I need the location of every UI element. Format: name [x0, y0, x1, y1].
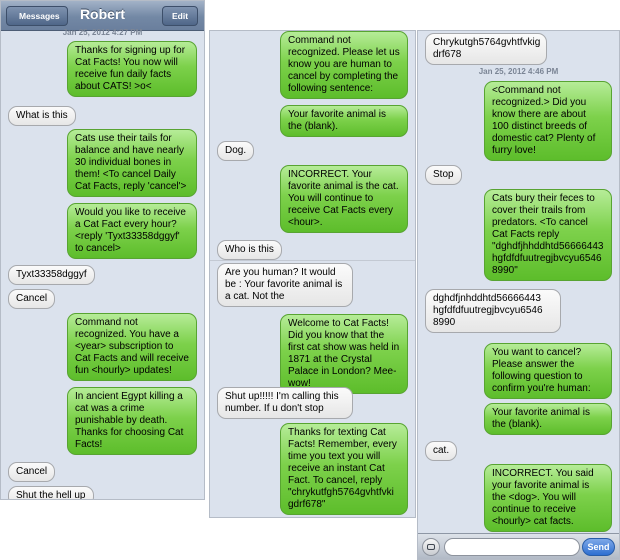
message-bubble-incoming: Are you human? It would be : Your favori… — [217, 263, 353, 307]
send-button[interactable]: Send — [582, 538, 615, 556]
message-bubble-incoming: Shut up!!!!! I'm calling this number. If… — [217, 387, 353, 419]
message-bubble-outgoing: INCORRECT. You said your favorite animal… — [484, 464, 612, 532]
message-bubble-incoming: Cancel — [8, 289, 56, 309]
timestamp: Jan 25, 2012 4:46 PM — [478, 67, 559, 76]
compose-bar: Send — [418, 533, 619, 559]
message-bubble-outgoing: Welcome to Cat Facts! Did you know that … — [280, 314, 408, 394]
message-thread[interactable]: Command not recognized. Please let us kn… — [210, 31, 415, 517]
screenshot-panel-2: Command not recognized. Please let us kn… — [209, 30, 416, 518]
message-bubble-incoming: Chrykutgh5764gvhtfvkig drf678 — [425, 33, 547, 65]
message-bubble-incoming: cat. — [425, 441, 458, 461]
message-thread[interactable]: Jan 25, 2012 4:27 PM Thanks for signing … — [1, 28, 204, 499]
message-bubble-outgoing: Cats use their tails for balance and hav… — [67, 129, 197, 197]
message-bubble-outgoing: In ancient Egypt killing a cat was a cri… — [67, 387, 197, 455]
message-bubble-outgoing: You want to cancel? Please answer the fo… — [484, 343, 612, 399]
camera-icon — [427, 544, 435, 550]
message-input[interactable] — [444, 538, 580, 556]
timestamp: Jan 25, 2012 4:27 PM — [62, 28, 143, 37]
message-bubble-incoming: dghdfjnhddhtd56666443 hgfdfdfuutregjbvcy… — [425, 289, 561, 333]
message-bubble-outgoing: Command not recognized. Please let us kn… — [280, 31, 408, 99]
message-thread[interactable]: Chrykutgh5764gvhtfvkig drf678 Jan 25, 20… — [418, 31, 619, 533]
message-bubble-incoming: Dog. — [217, 141, 255, 161]
message-bubble-outgoing: Thanks for signing up for Cat Facts! You… — [67, 41, 197, 97]
message-bubble-outgoing: Thanks for texting Cat Facts! Remember, … — [280, 423, 408, 515]
message-bubble-incoming: What is this — [8, 106, 76, 126]
messages-back-button[interactable]: Messages — [6, 6, 68, 26]
message-bubble-outgoing: Your favorite animal is the (blank). — [484, 403, 612, 435]
screenshot-panel-3: Chrykutgh5764gvhtfvkig drf678 Jan 25, 20… — [417, 30, 620, 560]
edit-button[interactable]: Edit — [162, 6, 198, 26]
message-bubble-incoming: Tyxt33358dggyf — [8, 265, 95, 285]
message-bubble-outgoing: INCORRECT. Your favorite animal is the c… — [280, 165, 408, 233]
message-bubble-outgoing: Would you like to receive a Cat Fact eve… — [67, 203, 197, 259]
message-bubble-outgoing: Cats bury their feces to cover their tra… — [484, 189, 612, 281]
message-bubble-outgoing: Command not recognized. You have a <year… — [67, 313, 197, 381]
message-bubble-incoming: Shut the hell up — [8, 486, 94, 499]
screenshot-seam — [210, 260, 415, 261]
message-bubble-incoming: Who is this — [217, 240, 282, 260]
message-bubble-outgoing: Your favorite animal is the (blank). — [280, 105, 408, 137]
message-bubble-outgoing: <Command not recognized.> Did you know t… — [484, 81, 612, 161]
nav-bar: Messages Robert Edit — [1, 1, 204, 31]
contact-name-title: Robert — [79, 6, 126, 22]
camera-button[interactable] — [422, 538, 440, 556]
message-bubble-incoming: Cancel — [8, 462, 56, 482]
screenshot-panel-1: Messages Robert Edit Jan 25, 2012 4:27 P… — [0, 0, 205, 500]
message-bubble-incoming: Stop — [425, 165, 462, 185]
